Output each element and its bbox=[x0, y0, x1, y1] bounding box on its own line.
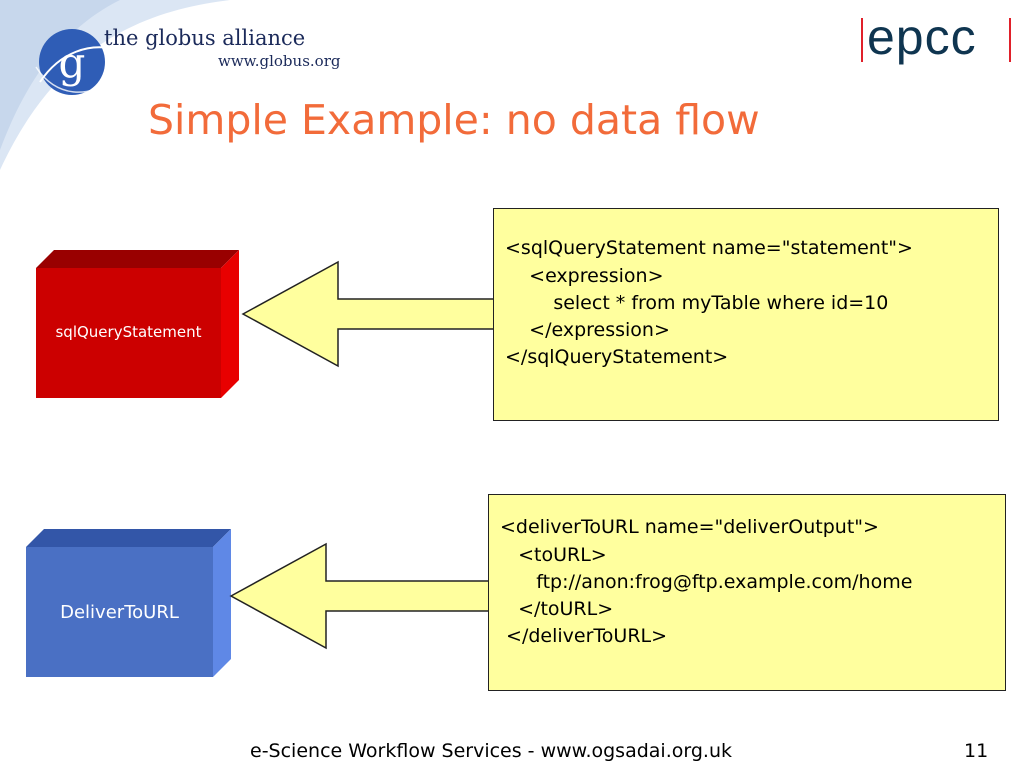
slide-title: Simple Example: no data flow bbox=[148, 96, 760, 144]
code-line: </toURL> bbox=[500, 598, 614, 620]
globus-org-name: the globus alliance bbox=[104, 26, 306, 50]
page-number: 11 bbox=[964, 740, 989, 762]
globus-url: www.globus.org bbox=[218, 52, 341, 70]
footer-text: e-Science Workflow Services - www.ogsada… bbox=[250, 740, 732, 762]
epcc-logo: epcc bbox=[855, 9, 1020, 70]
epcc-right-bar bbox=[1009, 18, 1011, 62]
code-line: <sqlQueryStatement name="statement"> bbox=[505, 237, 913, 259]
code-line: </sqlQueryStatement> bbox=[505, 346, 729, 368]
deliver-block-shape bbox=[26, 529, 231, 677]
arrow-to-sql-block bbox=[241, 260, 497, 368]
deliver-block-label: DeliverToURL bbox=[60, 602, 179, 623]
code-line: <deliverToURL name="deliverOutput"> bbox=[500, 516, 879, 538]
sql-block-label: sqlQueryStatement bbox=[55, 323, 202, 341]
arrow-to-deliver-block bbox=[229, 542, 490, 650]
epcc-left-bar bbox=[861, 18, 863, 62]
sql-query-statement-block: sqlQueryStatement bbox=[36, 250, 239, 398]
globus-logo: g the globus alliance www.globus.org bbox=[30, 22, 350, 102]
deliver-url-xml-box: <deliverToURL name="deliverOutput"> <toU… bbox=[488, 494, 1006, 691]
sql-block-shape bbox=[36, 250, 239, 398]
globus-g-mark: g bbox=[35, 29, 119, 95]
sql-query-xml-box: <sqlQueryStatement name="statement"> <ex… bbox=[493, 208, 999, 421]
code-line: select * from myTable where id=10 bbox=[505, 292, 889, 314]
code-line: <expression> bbox=[505, 265, 664, 287]
code-line: </deliverToURL> bbox=[500, 625, 668, 647]
deliver-to-url-block: DeliverToURL bbox=[26, 529, 231, 677]
code-line: </expression> bbox=[505, 319, 670, 341]
code-line: <toURL> bbox=[500, 544, 607, 566]
code-line: ftp://anon:frog@ftp.example.com/home bbox=[500, 571, 913, 593]
globus-mark-letter: g bbox=[59, 38, 86, 87]
epcc-wordmark: epcc bbox=[867, 9, 977, 65]
